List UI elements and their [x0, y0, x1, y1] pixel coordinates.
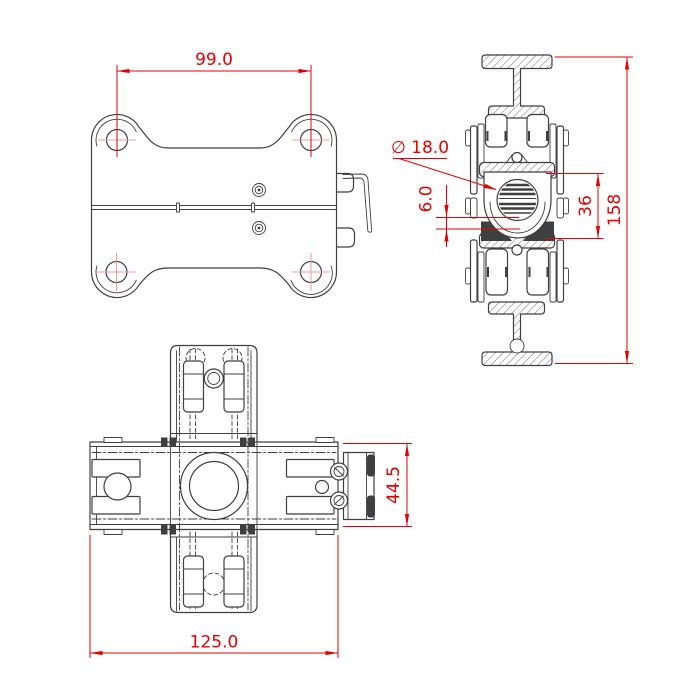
upper-pin: [511, 151, 523, 164]
trolley-body: [89, 346, 375, 611]
dim-text-shackle-height: 36: [576, 195, 596, 217]
upper-rail-branch: [169, 344, 258, 444]
right-roller-top: [285, 458, 335, 478]
latch: [336, 172, 372, 248]
top-view: 125.0 44.5: [89, 344, 412, 658]
shackle-bore-inner: [188, 460, 240, 512]
shackle-bore-outer: [179, 451, 249, 521]
dim-text-body-width: 125.0: [190, 633, 239, 653]
lower-trolley: [465, 239, 569, 303]
latch-wire-inner: [342, 177, 369, 231]
dim-text-hole-diameter: ∅ 18.0: [391, 138, 449, 158]
plate-outline: [90, 113, 338, 299]
lower-pin: [511, 244, 523, 256]
dim-plate-gap: 6.0: [417, 185, 520, 247]
lower-ibeam-web-hole: [509, 338, 525, 354]
shackle-assembly: [465, 161, 569, 249]
right-roller-bottom: [285, 495, 335, 515]
upper-trolley: [465, 113, 569, 195]
upper-ibeam-section: [481, 54, 553, 119]
lobe-inner-arcs: [95, 118, 333, 295]
cover-screws: [252, 183, 266, 235]
latch-tab-bottom: [336, 227, 356, 248]
dim-body-depth: 44.5: [343, 443, 412, 527]
dim-hole-spacing: 99.0: [116, 50, 312, 157]
lower-roller-left: [485, 248, 509, 296]
dim-text-overall-height: 158: [605, 194, 625, 226]
front-view: 99.0: [90, 50, 372, 299]
dim-text-plate-gap: 6.0: [417, 185, 437, 212]
shackle-hole-threads: [498, 183, 537, 214]
rail-clamps: [161, 437, 255, 535]
latch-wire-outer: [342, 173, 372, 233]
end-cap: [342, 451, 375, 521]
dim-overall-height: 158: [555, 56, 633, 364]
plate-split-line: [91, 202, 337, 213]
latch-tab-top: [336, 172, 355, 193]
dim-text-hole-spacing: 99.0: [195, 50, 233, 70]
lower-rail-branch: [169, 528, 258, 614]
lower-ibeam-section: [481, 301, 553, 367]
dim-shackle-height: 36: [546, 173, 604, 239]
dim-text-body-depth: 44.5: [384, 466, 404, 504]
end-screws: [329, 462, 349, 510]
side-section-view: 158 36 6.0 ∅ 18.0: [391, 54, 633, 367]
dim-hole-diameter: ∅ 18.0: [391, 138, 497, 190]
upper-roller-right: [526, 113, 550, 148]
dim-body-width: 125.0: [89, 535, 339, 658]
upper-roller-left: [484, 113, 508, 148]
